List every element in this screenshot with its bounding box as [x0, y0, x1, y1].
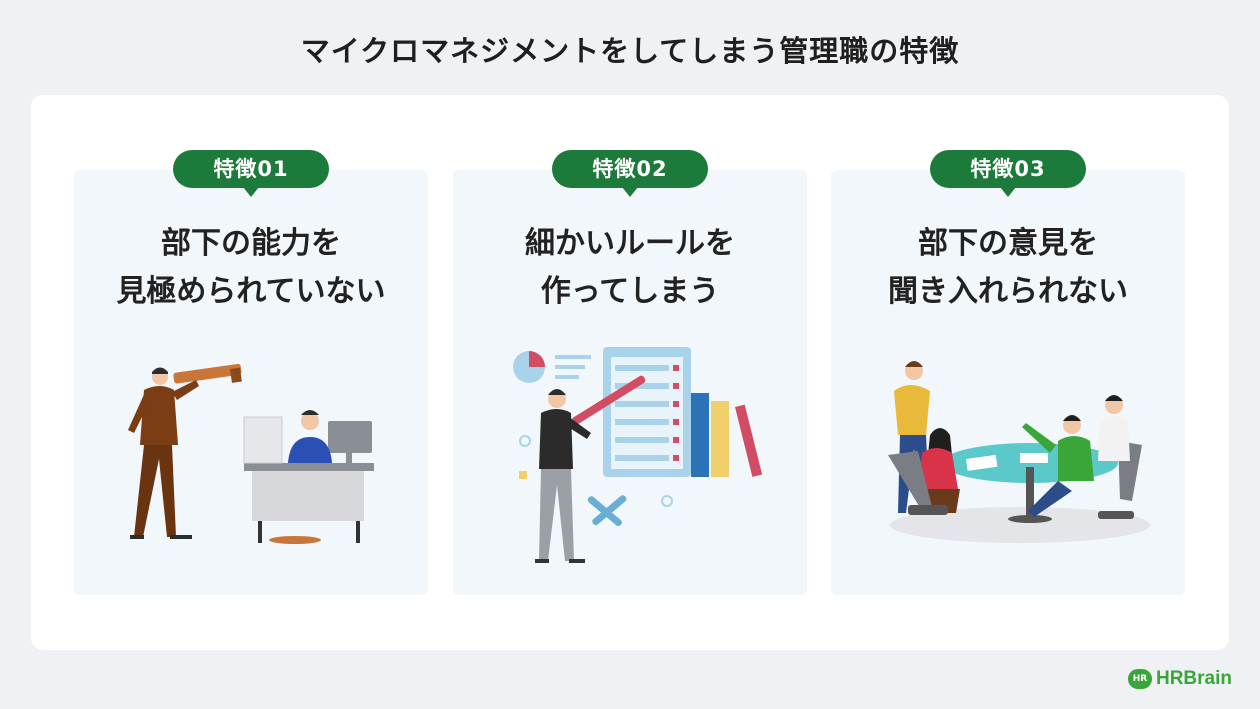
logo-mark-icon: HR — [1128, 669, 1152, 689]
feature-badge-3: 特徴03 — [930, 150, 1086, 197]
feature-heading-3-line1: 部下の意見を — [918, 226, 1098, 261]
feature-badge-1: 特徴01 — [173, 150, 329, 197]
manager-telescope-illustration — [128, 363, 374, 544]
feature-heading-2: 細かいルールを 作ってしまう — [453, 220, 807, 316]
feature-heading-3-line2: 聞き入れられない — [888, 274, 1128, 309]
feature-heading-1: 部下の能力を 見極められていない — [74, 220, 428, 316]
feature-badge-2: 特徴02 — [552, 150, 708, 197]
feature-heading-2-line2: 作ってしまう — [540, 274, 720, 309]
page-title: マイクロマネジメントをしてしまう管理職の特徴 — [300, 34, 960, 68]
feature-heading-2-line1: 細かいルールを — [525, 226, 735, 261]
meeting-table-illustration — [888, 361, 1150, 543]
feature-heading-1-line1: 部下の能力を — [161, 226, 341, 261]
logo-text: HRBrain — [1155, 668, 1232, 689]
feature-heading-1-line2: 見極められていない — [116, 274, 386, 309]
feature-heading-3: 部下の意見を 聞き入れられない — [831, 220, 1185, 316]
hrbrain-logo: HR HRBrain — [1128, 667, 1232, 691]
rules-checklist-illustration — [513, 347, 763, 563]
feature-card-1 — [74, 170, 428, 595]
